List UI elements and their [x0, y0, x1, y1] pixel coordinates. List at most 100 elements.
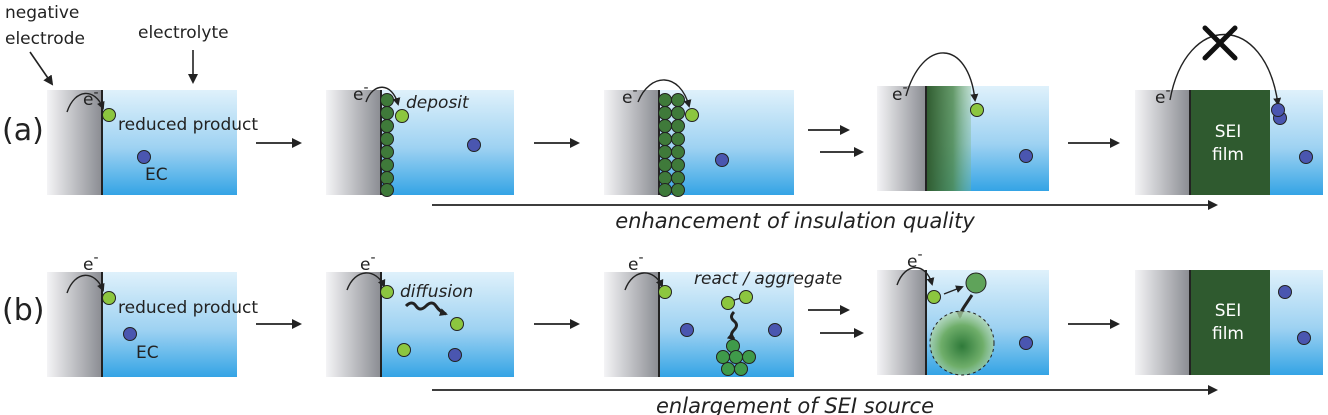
deposit-molecule-stack [658, 93, 685, 197]
panel-b5: SEI film [1135, 270, 1323, 375]
electron-path [896, 267, 935, 286]
electron-charge: - [93, 85, 98, 101]
electron-path [66, 92, 105, 113]
sei-film-label-2: film [1212, 324, 1244, 344]
panel-a4: e- [877, 52, 1049, 191]
electron-label: e [353, 85, 363, 105]
diffusion-label: diffusion [400, 282, 473, 302]
electron-charge: - [370, 250, 375, 266]
electron-charge: - [363, 80, 368, 96]
reduced-product-molecule [658, 285, 672, 299]
panel-b3: e- react / aggregate [604, 250, 842, 377]
electron-path [624, 272, 664, 291]
svg-text:e-: e- [622, 83, 638, 108]
diffusion-squiggle [404, 301, 448, 316]
sei-film [1190, 270, 1270, 375]
electron-path [905, 52, 979, 102]
negative-electrode-pointer [29, 51, 54, 86]
reduced-product-molecule [395, 109, 409, 123]
reduced-product-molecule [102, 291, 116, 305]
sei-film-label-1: SEI [1215, 301, 1242, 321]
source-caption: enlargement of SEI source [656, 394, 934, 415]
electron-label: e [83, 90, 93, 110]
sei-gradient-layer [926, 86, 971, 191]
ec-molecule [1271, 103, 1285, 117]
ec-molecule [467, 138, 481, 152]
ec-molecule [1019, 149, 1033, 163]
reduced-product-molecule [102, 108, 116, 122]
reduced-product-molecule [450, 317, 464, 331]
electron-label: e [83, 255, 93, 275]
ec-molecule [123, 327, 137, 341]
deposit-label: deposit [406, 93, 470, 113]
growth-arrow [943, 285, 964, 295]
svg-text:e-: e- [1155, 83, 1171, 108]
electron-label: e [1155, 88, 1165, 108]
electron-path [637, 79, 692, 108]
reduced-product-molecule [927, 290, 941, 304]
electron-charge: - [632, 83, 637, 99]
reduced-product-label: reduced product [118, 115, 258, 135]
sei-film [1190, 90, 1270, 195]
panel-b1: e- reduced product EC [47, 250, 258, 377]
ec-molecule [1019, 336, 1033, 350]
negative-electrode-label-1: negative [5, 3, 79, 23]
electron-label: e [892, 85, 902, 105]
panel-b4: e- [877, 247, 1049, 376]
electron-label: e [622, 88, 632, 108]
aggregate-cluster [716, 339, 756, 376]
ec-molecule [1297, 331, 1311, 345]
row-b-label: (b) [2, 293, 44, 328]
electron-label: e [360, 255, 370, 275]
ec-molecule [1299, 150, 1313, 164]
electron-charge: - [638, 250, 643, 266]
panel-a3: e- [604, 79, 794, 197]
electron-charge: - [902, 80, 907, 96]
svg-text:e-: e- [83, 85, 99, 110]
ec-label: EC [136, 343, 159, 363]
electron-path [365, 86, 401, 106]
electron-path [346, 272, 386, 291]
electrolyte-label: electrolyte [138, 23, 229, 43]
svg-text:e-: e- [907, 247, 923, 272]
electron-label: e [628, 255, 638, 275]
aggregate-molecule [965, 272, 987, 294]
row-a-label: (a) [2, 113, 44, 148]
ec-molecule [768, 323, 782, 337]
svg-text:e-: e- [83, 250, 99, 275]
deposit-molecule-stack [380, 93, 394, 197]
react-aggregate-label: react / aggregate [694, 269, 842, 289]
ec-molecule [448, 348, 462, 362]
reduced-product-label: reduced product [118, 298, 258, 318]
insulation-caption: enhancement of insulation quality [615, 209, 975, 233]
svg-text:e-: e- [353, 80, 369, 105]
reduced-product-molecule [397, 343, 411, 357]
electron-charge: - [917, 247, 922, 263]
svg-text:e-: e- [628, 250, 644, 275]
sei-film-label-1: SEI [1215, 122, 1242, 142]
svg-text:e-: e- [360, 250, 376, 275]
blocked-cross-icon [1202, 25, 1238, 61]
electron-charge: - [1165, 83, 1170, 99]
ec-molecule [137, 150, 151, 164]
panel-a5: e- SEI film [1135, 25, 1323, 195]
panel-a2: e- deposit [326, 80, 514, 197]
sei-precursor-blob [929, 310, 995, 376]
ec-label: EC [145, 165, 168, 185]
aggregate-squiggle [726, 310, 738, 341]
panel-b2: e- diffusion [326, 250, 514, 377]
electron-label: e [907, 252, 917, 272]
reduced-product-molecule [739, 290, 753, 304]
electron-charge: - [93, 250, 98, 266]
svg-text:e-: e- [892, 80, 908, 105]
ec-molecule [1278, 285, 1292, 299]
ec-molecule [715, 153, 729, 167]
reduced-product-molecule [721, 296, 735, 310]
reduced-product-molecule [380, 285, 394, 299]
panel-a1: e- reduced product EC [47, 85, 258, 195]
reduced-product-molecule [970, 103, 984, 117]
electron-path [66, 274, 105, 294]
ec-molecule [680, 323, 694, 337]
reduced-product-molecule [685, 108, 699, 122]
